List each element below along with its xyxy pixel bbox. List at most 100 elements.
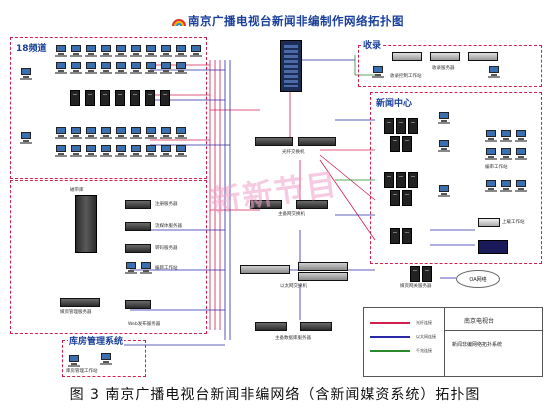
- workstation-icon: [115, 45, 127, 57]
- workstation-icon: [145, 45, 157, 57]
- ingest-server-icon: [392, 52, 422, 61]
- oa-network-cloud: OA网络: [456, 270, 500, 288]
- workstation-icon: [175, 145, 187, 157]
- zone-media-asset: [10, 180, 207, 334]
- zone-news: [370, 92, 542, 264]
- edit-workstation-icon: [515, 148, 527, 160]
- stream-server-icon: [125, 222, 151, 231]
- edit-workstation-icon: [485, 148, 497, 160]
- legend-ethernet-label: 以太网连接: [416, 334, 436, 339]
- backup-server-label: 媒资管理服务器: [60, 310, 92, 315]
- legend-system: 新闻非编网络拓扑系统: [452, 342, 503, 348]
- workstation-icon: [145, 127, 157, 139]
- tower-server-icon: [402, 136, 412, 152]
- workstation-icon: [20, 68, 32, 80]
- transcode-server-label: 转码服务器: [155, 246, 178, 251]
- workstation-icon: [100, 62, 112, 74]
- tower-server-icon: [384, 172, 394, 188]
- workstation-icon: [20, 132, 32, 144]
- connection-lines: [120, 55, 475, 346]
- zone-ingest-label: 收录: [362, 38, 383, 51]
- fc-switch-icon: [255, 137, 293, 146]
- topology-diagram: 南京广播电视台新闻非编制作网络拓扑图: [10, 12, 543, 377]
- tower-server-icon: [100, 90, 110, 106]
- db-server-icon: [300, 322, 332, 331]
- workstation-icon: [160, 127, 172, 139]
- ingest-workstation-icon: [488, 66, 500, 78]
- workstation-icon: [160, 62, 172, 74]
- main-ethernet-switch-icon: [250, 200, 282, 209]
- edit-workstation-icon: [140, 262, 152, 274]
- tower-server-icon: [408, 172, 418, 188]
- edit-workstation-icon: [500, 130, 512, 142]
- db-server-icon: [255, 322, 287, 331]
- gateway-label: 媒资网关服务器: [400, 284, 432, 289]
- ingest-server-label: 收录服务器: [432, 66, 455, 71]
- workstation-icon: [175, 127, 187, 139]
- tower-server-icon: [402, 228, 412, 244]
- storage-array-icon: [280, 40, 302, 92]
- zone-storage-mgmt-label: 库房管理系统: [68, 334, 125, 347]
- workstation-icon: [130, 62, 142, 74]
- tape-library-label: 磁带库: [70, 188, 84, 193]
- workstation-icon: [145, 62, 157, 74]
- storage-workstation-label: 库房管理工作站: [66, 369, 98, 374]
- legend: 光纤连接 以太网连接 千兆连接 南京电视台 新闻非编网络拓扑系统: [363, 307, 543, 377]
- workstation-icon: [130, 145, 142, 157]
- workstation-icon: [55, 145, 67, 157]
- ingest-server-icon: [430, 52, 460, 61]
- tower-server-icon: [402, 190, 412, 206]
- db-server-label: 主备数据库服务器: [275, 336, 311, 341]
- tower-server-icon: [145, 90, 155, 106]
- legend-divider: [444, 330, 542, 331]
- web-server-label: Web发布服务器: [128, 322, 161, 327]
- tape-library-icon: [75, 195, 97, 253]
- workstation-icon: [85, 145, 97, 157]
- stream-server-label: 流媒体服务器: [155, 224, 182, 229]
- edit-workstation-icon: [438, 185, 450, 197]
- workstation-icon: [70, 145, 82, 157]
- register-server-icon: [125, 200, 151, 209]
- legend-fiber-label: 光纤连接: [416, 320, 432, 325]
- workstation-icon: [70, 127, 82, 139]
- legend-org: 南京电视台: [464, 318, 495, 325]
- tape-ingest-icon: [478, 218, 500, 227]
- gigabit-switch-label: 以太网交换机: [280, 284, 307, 289]
- edit-workstation-icon: [125, 262, 137, 274]
- workstation-icon: [115, 145, 127, 157]
- logo-icon: [172, 12, 186, 27]
- tape-ingest-label: 上载工作站: [502, 220, 525, 225]
- workstation-icon: [55, 127, 67, 139]
- legend-fiber-line: [370, 322, 410, 324]
- workstation-icon: [85, 45, 97, 57]
- storage-workstation-icon: [68, 355, 80, 367]
- zone-ingest: [358, 45, 542, 87]
- edit-workstation-icon: [438, 140, 450, 152]
- workstation-icon: [55, 62, 67, 74]
- tower-server-icon: [70, 90, 80, 106]
- edit-workstation-icon: [485, 130, 497, 142]
- workstation-icon: [130, 127, 142, 139]
- workstation-icon: [70, 62, 82, 74]
- gigabit-switch-icon: [240, 265, 290, 274]
- workstation-icon: [130, 45, 142, 57]
- workstation-icon: [100, 127, 112, 139]
- legend-gigabit-label: 千兆连接: [416, 348, 432, 353]
- workstation-icon: [55, 45, 67, 57]
- workstation-icon: [100, 45, 112, 57]
- tower-server-icon: [390, 136, 400, 152]
- register-server-label: 注册服务器: [155, 202, 178, 207]
- legend-ethernet-line: [370, 336, 410, 338]
- workstation-icon: [70, 45, 82, 57]
- vtr-icon: [478, 240, 508, 254]
- backup-server-icon: [60, 298, 100, 307]
- tower-server-icon: [408, 118, 418, 134]
- workstation-icon: [145, 145, 157, 157]
- tower-server-icon: [160, 90, 170, 106]
- zone-channel18: [10, 37, 207, 179]
- transcode-server-icon: [125, 244, 151, 253]
- workstation-icon: [115, 127, 127, 139]
- legend-divider: [444, 308, 445, 376]
- workstation-icon: [175, 45, 187, 57]
- tower-server-icon: [115, 90, 125, 106]
